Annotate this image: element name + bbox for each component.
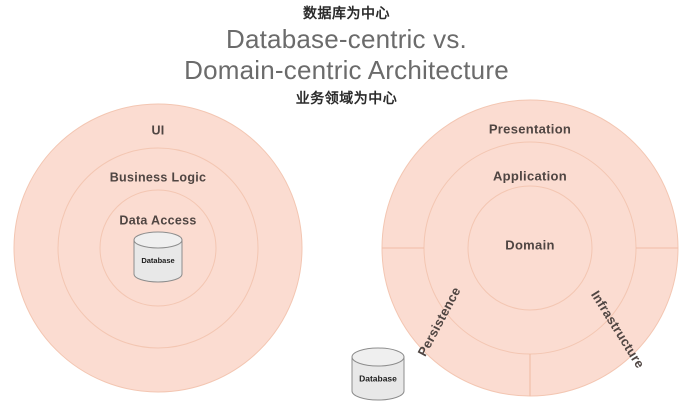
right-ring-label-presentation: Presentation: [489, 121, 571, 136]
right-diagram-group: Presentation Application Domain Persiste…: [381, 99, 679, 397]
bottom-cylinder-body: [351, 356, 405, 401]
left-diagram-group: UI Business Logic Data Access Database: [13, 103, 303, 393]
title-block: 数据库为中心 Database-centric vs. Domain-centr…: [0, 0, 693, 108]
english-title-line-2: Domain-centric Architecture: [184, 55, 509, 85]
right-ring-label-application: Application: [493, 168, 567, 183]
left-ring-middle-business-logic: [57, 147, 259, 349]
left-ring-label-ui: UI: [151, 123, 164, 137]
right-ring-label-domain: Domain: [505, 237, 554, 252]
left-ring-label-business-logic: Business Logic: [110, 170, 207, 184]
left-ring-label-data-access: Data Access: [119, 213, 196, 227]
bottom-cylinder-top: [351, 347, 405, 367]
left-cylinder-top: [133, 231, 183, 249]
left-database-cylinder: Database: [133, 231, 183, 283]
left-ring-inner-data-access: [99, 189, 217, 307]
right-ring-inner-domain: [467, 185, 593, 311]
bottom-cylinder-label: Database: [359, 373, 397, 383]
chinese-caption-bottom: 业务领域为中心: [295, 90, 398, 106]
chinese-caption-top: 数据库为中心: [303, 5, 390, 21]
left-cylinder-label: Database: [141, 256, 174, 265]
left-cylinder-body: [133, 239, 183, 283]
bottom-database-cylinder: Database: [351, 347, 405, 401]
english-title-line-1: Database-centric vs.: [226, 24, 467, 54]
